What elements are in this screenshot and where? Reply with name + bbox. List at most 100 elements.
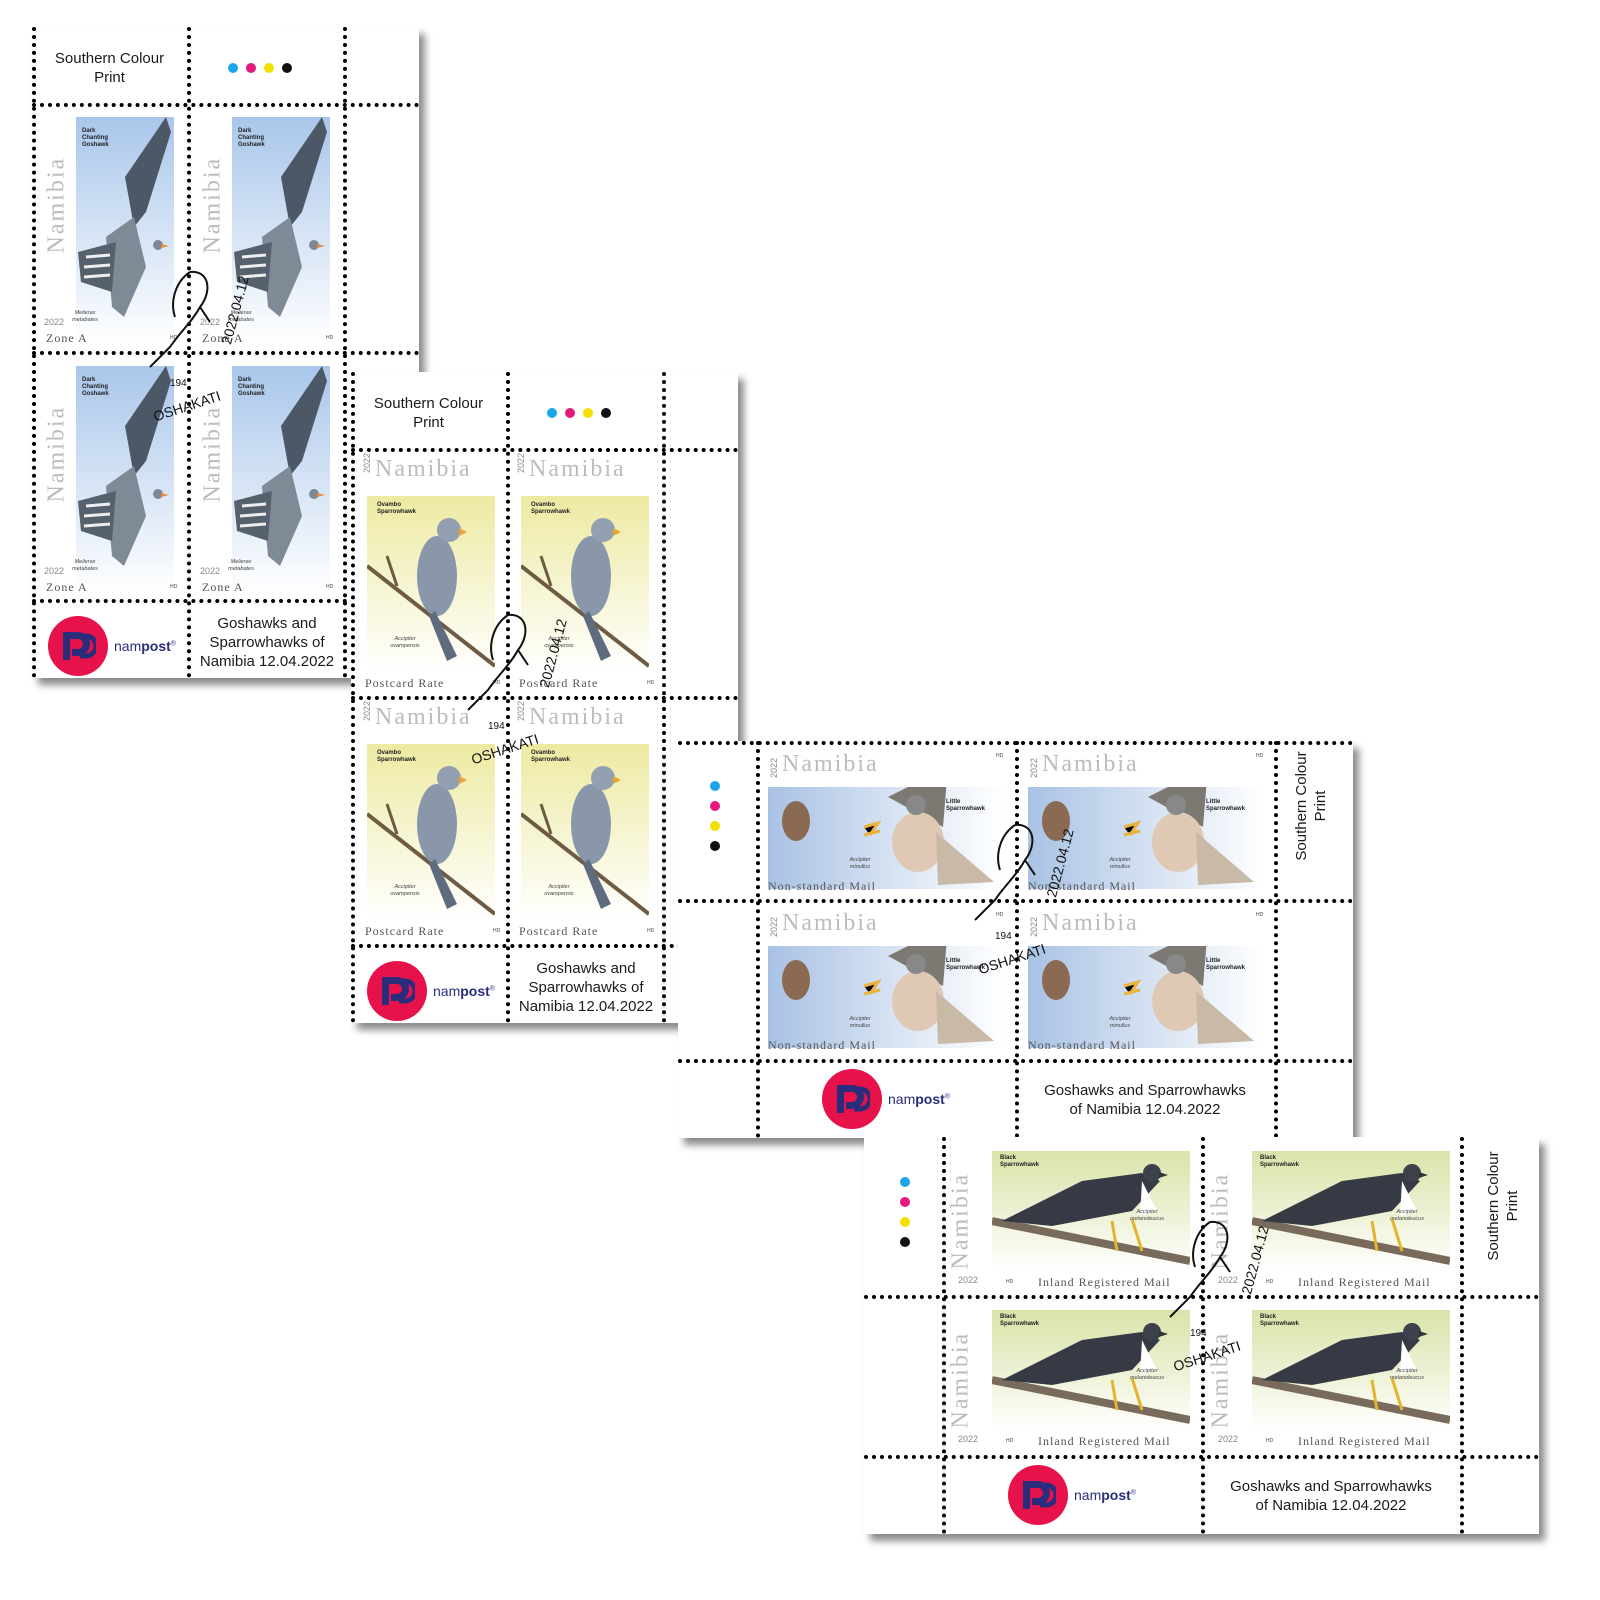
scientific-name: Accipiter minullus: [849, 857, 871, 870]
stamp-artwork: [521, 744, 649, 920]
perforation: [678, 899, 1353, 903]
stamp: Dark Chanting Goshawk Namibia 2022 Melie…: [34, 354, 186, 596]
common-name: Black Sparrowhawk: [1000, 1155, 1040, 1168]
sparrowhawk-illustration: [782, 946, 994, 1044]
stamp-artwork: [1252, 1151, 1450, 1271]
perforation: [678, 1059, 1353, 1063]
colour-registration-dots: [543, 405, 615, 423]
stamp-sheet-ovambo-sparrowhawk: Southern Colour Print Namibia 2022 Ovamb…: [351, 372, 738, 1023]
black-dot: [282, 63, 292, 73]
designer-mark: HD: [493, 928, 501, 934]
designer-mark: HD: [326, 335, 334, 341]
year: 2022: [958, 1434, 979, 1444]
scientific-name: Melierax metabates: [228, 310, 254, 323]
scientific-name: Melierax metabates: [228, 559, 254, 572]
designer-mark: HD: [1006, 1279, 1014, 1285]
year: 2022: [1029, 757, 1040, 779]
magenta-dot: [900, 1197, 910, 1207]
perforation: [864, 1455, 1539, 1459]
nampost-logo: nampost®: [48, 616, 176, 676]
perforation: [351, 448, 738, 452]
postmark-place: OSHAKATI: [469, 730, 541, 768]
perforation: [351, 696, 738, 700]
sparrowhawk-illustration: [1042, 946, 1254, 1044]
sparrowhawk-illustration: [1042, 787, 1254, 885]
scientific-name: Accipiter ovampensis: [544, 636, 574, 649]
postage-rate: Postcard Rate: [519, 924, 599, 938]
perforation: [1201, 1137, 1205, 1534]
stamp: Namibia 2022 Little Sparrowhawk Accipite…: [1020, 745, 1270, 895]
stamp-artwork: [992, 1151, 1190, 1271]
sparrowhawk-illustration: [1252, 1323, 1450, 1424]
postmark-code: 194: [1190, 1328, 1207, 1339]
printer-label: Southern Colour Print: [1293, 751, 1329, 861]
postmark-place: OSHAKATI: [151, 387, 223, 425]
common-name: Little Sparrowhawk: [946, 799, 986, 812]
country-name: Namibia: [1042, 751, 1139, 777]
bird-postmark-icon: [974, 823, 1036, 921]
sparrowhawk-illustration: [521, 518, 649, 668]
colour-registration-dots: [710, 771, 720, 861]
postage-rate: Zone A: [46, 331, 88, 345]
year: 2022: [362, 700, 373, 722]
country-name: Namibia: [947, 1331, 974, 1429]
country-name: Namibia: [947, 1172, 974, 1270]
printer-label: Southern Colour Print: [373, 395, 484, 431]
designer-mark: HD: [1256, 912, 1264, 918]
stamp-artwork: [76, 366, 174, 592]
yellow-dot: [900, 1217, 910, 1227]
printer-label: Southern Colour Print: [54, 50, 165, 86]
designer-mark: HD: [493, 680, 501, 686]
stamp: Dark Chanting Goshawk Namibia 2022 Melie…: [190, 354, 342, 596]
scientific-name: Accipiter melanoleucus: [1130, 1368, 1164, 1381]
colour-registration-dots: [224, 60, 296, 78]
common-name: Ovambo Sparrowhawk: [377, 750, 417, 763]
perforation: [351, 944, 738, 948]
perforation: [32, 599, 419, 603]
stamp: Namibia 2022 Ovambo Sparrowhawk Accipite…: [355, 700, 505, 940]
nampost-mark-icon: [1008, 1465, 1068, 1525]
printer-label: Southern Colour Print: [1485, 1151, 1521, 1261]
postmark-place: OSHAKATI: [1171, 1337, 1243, 1375]
issue-title: Goshawks and Sparrowhawks of Namibia 12.…: [1230, 1478, 1432, 1514]
stamp-artwork: [367, 496, 495, 672]
bird-postmark-icon: [467, 613, 529, 711]
stamp: Dark Chanting Goshawk Namibia 2022 Melie…: [190, 105, 342, 347]
sparrowhawk-illustration: [782, 787, 994, 885]
designer-mark: HD: [647, 680, 655, 686]
postmark-cancellation: OSHAKATI 2022.04.12 194: [955, 815, 1115, 995]
designer-mark: HD: [326, 584, 334, 590]
stamp: Namibia 2022 Little Sparrowhawk Accipite…: [760, 745, 1010, 895]
perforation: [1274, 741, 1278, 1138]
scientific-name: Accipiter melanoleucus: [1130, 1209, 1164, 1222]
country-name: Namibia: [529, 456, 626, 482]
common-name: Ovambo Sparrowhawk: [531, 502, 571, 515]
postmark-cancellation: OSHAKATI 2022.04.12 194: [130, 262, 290, 442]
stamp-artwork: [521, 496, 649, 672]
stamp-sheet-black-sparrowhawk: Southern Colour Print Namibia 2022 Black…: [864, 1137, 1539, 1534]
scientific-name: Accipiter melanoleucus: [1390, 1209, 1424, 1222]
stamp: Namibia 2022 Little Sparrowhawk Accipite…: [1020, 904, 1270, 1054]
year: 2022: [44, 317, 65, 327]
black-dot: [710, 841, 720, 851]
perforation: [1460, 1137, 1464, 1534]
sparrowhawk-illustration: [992, 1164, 1190, 1265]
stamp: Namibia 2022 Black Sparrowhawk Accipiter…: [1206, 1141, 1456, 1291]
nampost-wordmark: nampost®: [888, 1091, 950, 1107]
nampost-wordmark: nampost®: [114, 638, 176, 654]
nampost-logo: nampost®: [822, 1069, 950, 1129]
common-name: Little Sparrowhawk: [946, 958, 986, 971]
common-name: Ovambo Sparrowhawk: [531, 750, 571, 763]
yellow-dot: [583, 408, 593, 418]
stamp: Dark Chanting Goshawk Namibia 2022 Melie…: [34, 105, 186, 347]
country-name: Namibia: [43, 156, 70, 254]
stamp-artwork: [232, 366, 330, 592]
year: 2022: [1218, 1434, 1239, 1444]
sparrowhawk-illustration: [992, 1323, 1190, 1424]
postage-rate: Non-standard Mail: [768, 879, 876, 893]
common-name: Little Sparrowhawk: [1206, 958, 1246, 971]
nampost-logo: nampost®: [367, 961, 495, 1021]
common-name: Dark Chanting Goshawk: [238, 377, 265, 397]
scientific-name: Melierax metabates: [72, 310, 98, 323]
postmark-place: OSHAKATI: [976, 940, 1048, 978]
